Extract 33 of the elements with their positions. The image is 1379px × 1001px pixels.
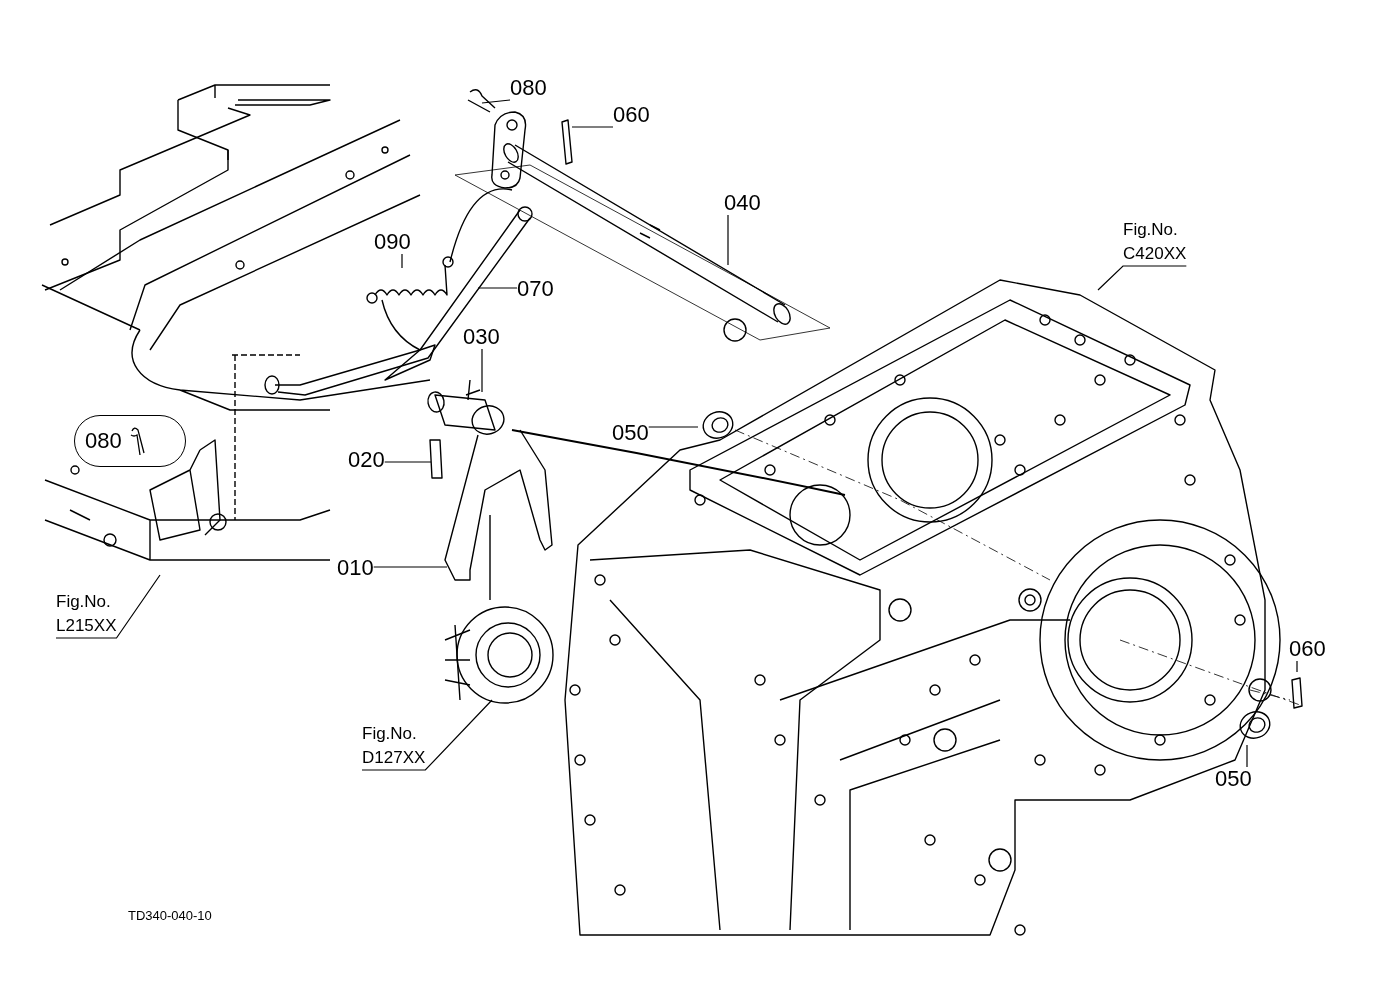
callout-number: 040 — [724, 191, 761, 215]
figure-reference-number: D127XX — [362, 747, 426, 769]
leader-line — [373, 566, 448, 568]
leader-line — [481, 348, 483, 393]
figure-reference-heading: Fig.No. — [1123, 219, 1179, 241]
leader-line — [481, 99, 511, 104]
figure-reference-number: L215XX — [56, 615, 117, 637]
leader-line — [55, 574, 161, 639]
leader-line — [1296, 660, 1298, 673]
leader-line — [1246, 744, 1248, 768]
figure-reference-number: C420XX — [1123, 243, 1187, 265]
leader-line — [727, 214, 729, 266]
figure-reference-heading: Fig.No. — [362, 723, 418, 745]
callout-number: 080 — [85, 429, 122, 453]
leader-line — [361, 699, 493, 771]
leader-line — [477, 287, 518, 289]
callout-number: 010 — [337, 556, 374, 580]
callout-number: 030 — [463, 325, 500, 349]
leader-line — [384, 461, 432, 463]
leader-line — [648, 426, 699, 428]
figure-reference-heading: Fig.No. — [56, 591, 112, 613]
drawing-number: TD340-040-10 — [128, 908, 212, 923]
callout-number: 090 — [374, 230, 411, 254]
callout-number: 020 — [348, 448, 385, 472]
leader-line — [1097, 265, 1187, 291]
callout-number: 060 — [1289, 637, 1326, 661]
callout-number: 060 — [613, 103, 650, 127]
callout-number: 070 — [517, 277, 554, 301]
callout-number: 050 — [1215, 767, 1252, 791]
leader-line — [571, 126, 614, 128]
leader-line — [401, 253, 403, 269]
callout-number: 080 — [510, 76, 547, 100]
callout-number: 050 — [612, 421, 649, 445]
